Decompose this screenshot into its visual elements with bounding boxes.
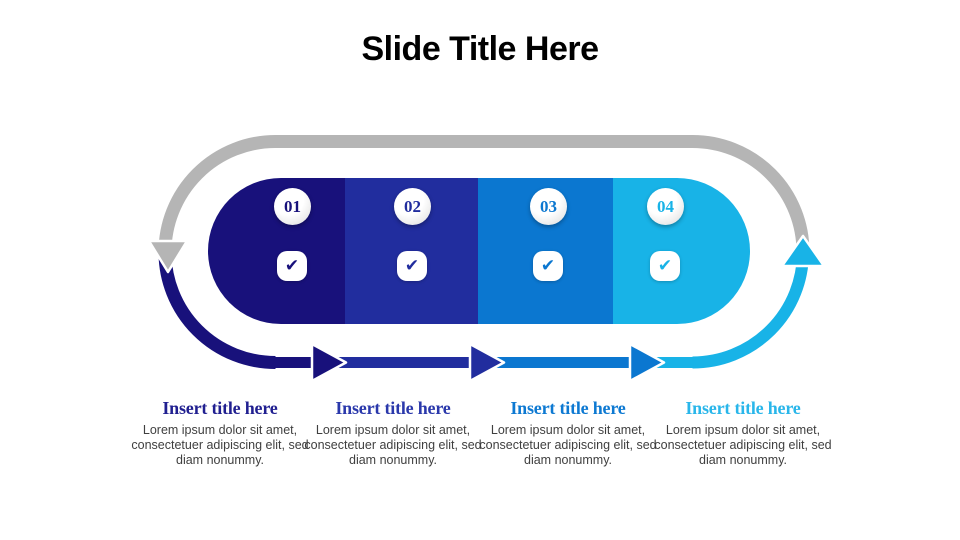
step1-arrowhead: [310, 342, 348, 383]
step1-check-badge: ✔: [277, 251, 307, 281]
step3-arrowhead: [628, 342, 666, 383]
step4-number-badge: 04: [647, 188, 684, 225]
step3-number-badge: 03: [530, 188, 567, 225]
step3-check-badge: ✔: [533, 251, 563, 281]
step4-caption: Insert title here Lorem ipsum dolor sit …: [653, 398, 833, 467]
step2-caption-body: Lorem ipsum dolor sit amet, consectetuer…: [304, 423, 482, 467]
step1-caption: Insert title here Lorem ipsum dolor sit …: [130, 398, 310, 467]
step4-check-badge: ✔: [650, 251, 680, 281]
step2-number-badge: 02: [394, 188, 431, 225]
step2-caption: Insert title here Lorem ipsum dolor sit …: [303, 398, 483, 467]
step3-caption-title: Insert title here: [510, 398, 626, 418]
check-icon: ✔: [540, 255, 556, 276]
check-icon: ✔: [657, 255, 673, 276]
ring-gray-arc: [158, 135, 810, 253]
step3-caption-body: Lorem ipsum dolor sit amet, consectetuer…: [479, 423, 657, 467]
step4-caption-body: Lorem ipsum dolor sit amet, consectetuer…: [654, 423, 832, 467]
check-icon: ✔: [404, 255, 420, 276]
slide-title: Slide Title Here: [361, 30, 599, 68]
step1-caption-body: Lorem ipsum dolor sit amet, consectetuer…: [131, 423, 309, 467]
check-icon: ✔: [284, 255, 300, 276]
step4-arc: [692, 251, 809, 369]
step2-caption-title: Insert title here: [335, 398, 451, 418]
step1-arc: [158, 251, 276, 369]
step2-check-badge: ✔: [397, 251, 427, 281]
gray-down-arrowhead: [147, 239, 189, 274]
step4-up-arrowhead: [780, 234, 826, 268]
step3-caption: Insert title here Lorem ipsum dolor sit …: [478, 398, 658, 467]
step1-caption-title: Insert title here: [162, 398, 278, 418]
step2-arrowhead: [468, 342, 506, 383]
step4-caption-title: Insert title here: [685, 398, 801, 418]
step1-number-badge: 01: [274, 188, 311, 225]
